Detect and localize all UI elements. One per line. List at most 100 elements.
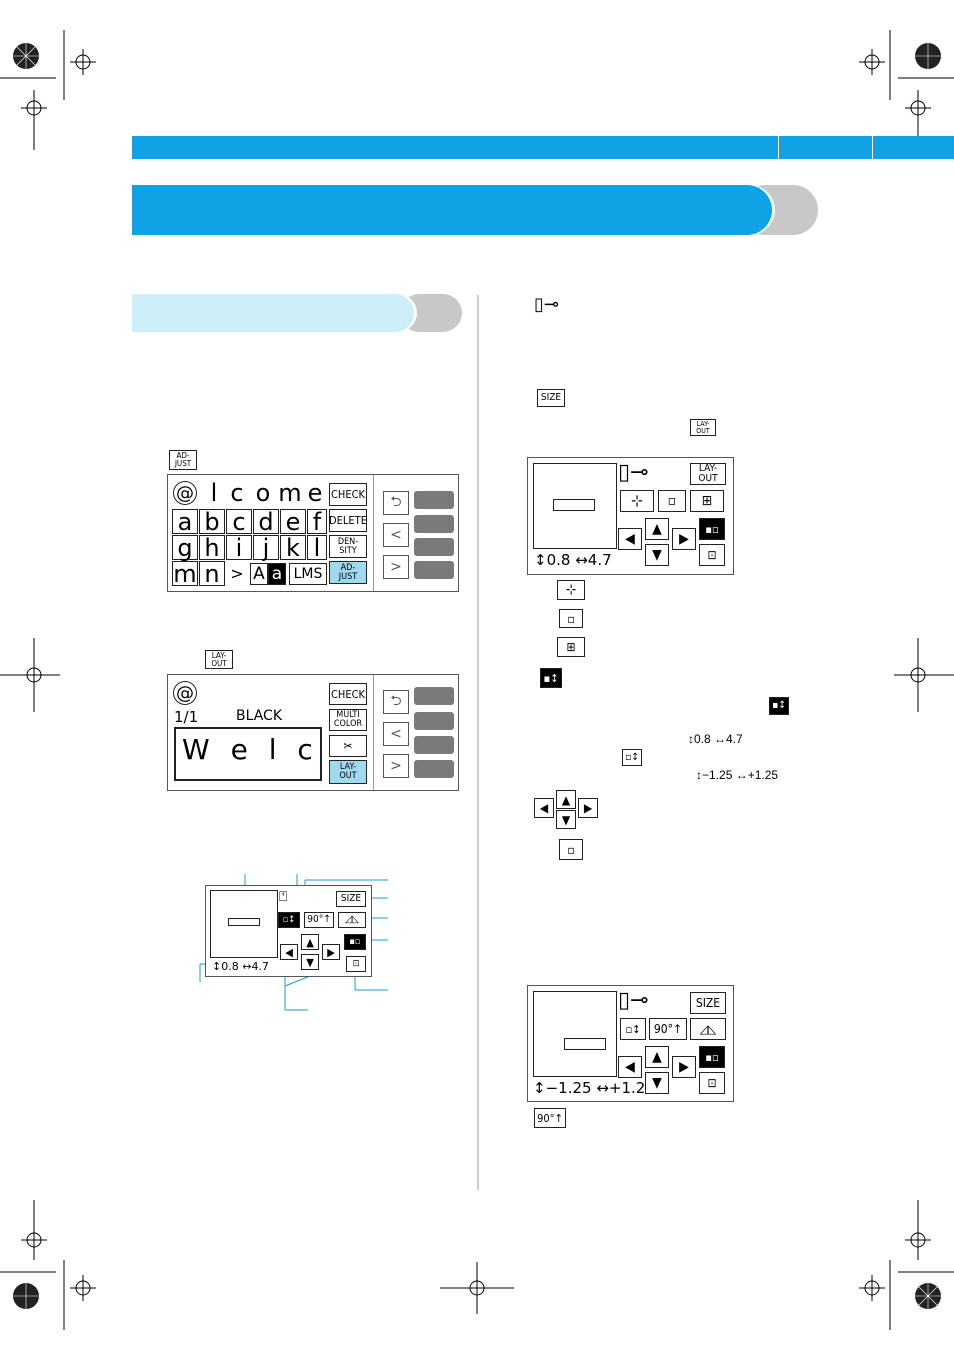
position-toggle-button[interactable]: ▪▫ [699, 518, 725, 540]
side-button-4[interactable] [414, 760, 454, 778]
mini-mirror-button[interactable]: ◿◺ [338, 912, 366, 928]
char-key[interactable]: k [280, 534, 306, 562]
trial-button[interactable]: ⊞ [690, 490, 724, 512]
mini-left-button[interactable]: ◀ [280, 944, 298, 960]
side-button-3[interactable] [414, 736, 454, 754]
panel-divider [373, 475, 374, 591]
side-button-2[interactable] [414, 712, 454, 730]
side-button-3[interactable] [414, 538, 454, 556]
char-key[interactable]: a [172, 508, 198, 536]
right-arrow-button[interactable]: ▶ [672, 528, 696, 550]
layout-button[interactable]: LAY-OUT [329, 760, 367, 784]
char-key[interactable]: c [230, 479, 244, 507]
header-band-divider [872, 136, 873, 159]
char-key[interactable]: d [253, 508, 279, 536]
preview-box [533, 991, 617, 1077]
char-key[interactable]: g [172, 534, 198, 562]
size-toggle-icon-inline: ▪↕ [769, 697, 789, 715]
needle-thread-button[interactable]: ✂ [329, 735, 367, 757]
size-toggle-button[interactable]: ▫↕ [620, 1018, 646, 1040]
at-key[interactable]: @ [173, 481, 197, 505]
density-button[interactable]: DEN-SITY [329, 535, 367, 558]
preview-box [174, 727, 322, 781]
back-button[interactable]: ⮌ [383, 491, 409, 515]
frame-button[interactable]: ▫ [658, 490, 686, 512]
pattern-frame [564, 1038, 606, 1050]
char-key[interactable]: m [278, 479, 302, 507]
char-key[interactable]: n [199, 560, 225, 588]
layout-key-icon-2: LAY-OUT [690, 419, 716, 436]
mini-size-toggle-button[interactable]: ▫↕ [278, 912, 300, 928]
mini-down-button[interactable]: ▼ [301, 954, 319, 970]
position-toggle-button[interactable]: ▪▫ [699, 1046, 725, 1068]
center-needle-icon: ⊹ [557, 580, 585, 600]
edit-screen: @ 1/1 BLACK W e l c CHECK MULTI COLOR ✂ … [167, 674, 459, 791]
side-button-1[interactable] [414, 687, 454, 705]
mini-right-button[interactable]: ▶ [322, 944, 340, 960]
mini-pattern [228, 918, 260, 926]
char-key[interactable]: c [226, 508, 252, 536]
more-chars-key[interactable]: > [230, 563, 244, 583]
adjust-button[interactable]: AD-JUST [329, 561, 367, 584]
left-arrow-button[interactable]: ◀ [618, 528, 642, 550]
lowercase-key[interactable]: a [268, 563, 286, 585]
at-key[interactable]: @ [173, 681, 197, 705]
multi-color-button[interactable]: MULTI COLOR [329, 709, 367, 731]
page-indicator: 1/1 [174, 708, 199, 726]
mini-up-button[interactable]: ▲ [301, 934, 319, 950]
down-arrow-button[interactable]: ▼ [645, 1072, 669, 1094]
mini-center-button[interactable]: ⊡ [346, 956, 366, 972]
rotate-button[interactable]: 90°↑ [649, 1018, 687, 1040]
check-button[interactable]: CHECK [329, 683, 367, 705]
up-arrow-button[interactable]: ▲ [645, 1046, 669, 1068]
char-key[interactable]: e [307, 479, 323, 507]
char-key[interactable]: m [172, 559, 198, 588]
center-needle-button[interactable]: ⊹ [620, 490, 654, 512]
char-key[interactable]: o [255, 479, 271, 507]
size-button[interactable]: SIZE [690, 992, 726, 1014]
size-readout: ↕0.8 ↔4.7 [534, 551, 612, 569]
mini-size-button[interactable]: SIZE [336, 891, 366, 907]
check-button[interactable]: CHECK [329, 483, 367, 506]
up-arrow-button[interactable]: ▲ [645, 518, 669, 540]
mini-thread-icon: ⍞ [279, 889, 288, 905]
delete-button[interactable]: DELETE [329, 509, 367, 532]
return-center-button[interactable]: ⊡ [699, 544, 725, 566]
next-button[interactable]: > [383, 754, 409, 778]
side-button-2[interactable] [414, 515, 454, 533]
rotate-icon: 90°↑ [534, 1108, 566, 1128]
header-band-divider [778, 136, 779, 159]
char-key[interactable]: i [226, 534, 252, 562]
prev-button[interactable]: < [383, 523, 409, 547]
left-arrow-button[interactable]: ◀ [618, 1056, 642, 1078]
right-arrow-button[interactable]: ▶ [672, 1056, 696, 1078]
prev-button[interactable]: < [383, 722, 409, 746]
mini-position-toggle-button[interactable]: ▪▫ [344, 934, 366, 950]
back-button[interactable]: ⮌ [383, 690, 409, 714]
frame-icon-2: ▫ [559, 839, 583, 860]
char-key[interactable]: h [199, 534, 225, 562]
size-key-icon: SIZE [537, 389, 565, 407]
side-button-4[interactable] [414, 561, 454, 579]
char-key[interactable]: e [280, 508, 306, 536]
subsection-bar [132, 294, 414, 332]
char-key[interactable]: j [253, 534, 279, 562]
uppercase-key[interactable]: A [250, 563, 268, 585]
char-key[interactable]: f [307, 508, 327, 536]
char-key[interactable]: l [210, 479, 218, 507]
down-arrow-button[interactable]: ▼ [645, 544, 669, 566]
mirror-button[interactable]: ◿◺ [690, 1018, 726, 1040]
next-button[interactable]: > [383, 555, 409, 579]
char-key[interactable]: l [307, 534, 327, 562]
layout-button[interactable]: LAY-OUT [690, 463, 726, 485]
trial-icon: ⊞ [557, 637, 585, 657]
return-center-button[interactable]: ⊡ [699, 1072, 725, 1094]
side-button-1[interactable] [414, 491, 454, 509]
size-lms-key[interactable]: LMS [289, 563, 327, 585]
panel-divider [373, 675, 374, 790]
layout-key-icon: LAY-OUT [205, 650, 233, 669]
char-key[interactable]: b [199, 508, 225, 536]
mini-rotate-button[interactable]: 90°↑ [304, 912, 334, 928]
layout-mini-screen: ↕0.8 ↔4.7 SIZE 90°↑ ◿◺ ▫↕ ▲ ▼ ◀ ▶ ▪▫ ⊡ ⍞ [205, 885, 372, 977]
